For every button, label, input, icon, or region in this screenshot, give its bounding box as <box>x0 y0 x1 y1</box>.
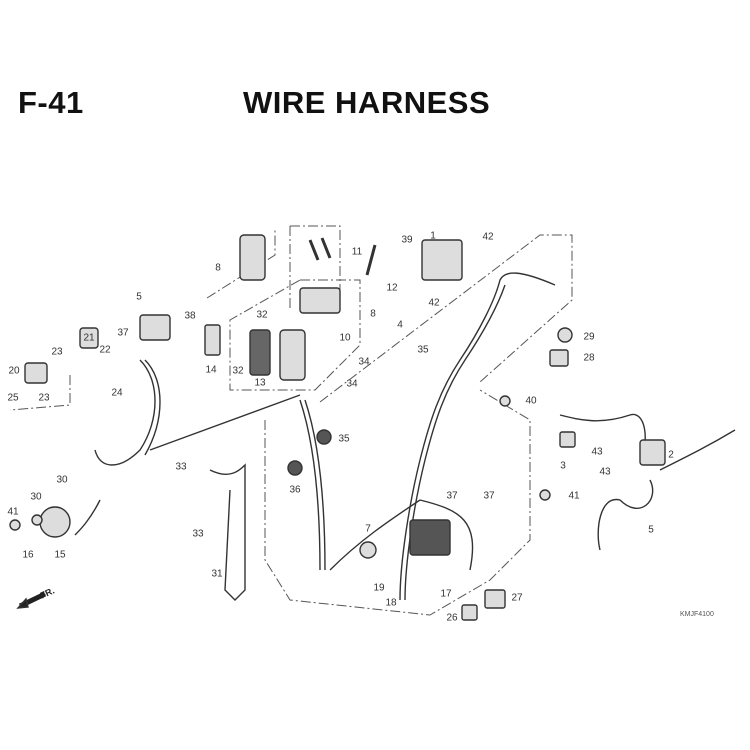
part-callout: 13 <box>254 377 266 389</box>
group-outlines <box>9 225 573 616</box>
page-title: WIRE HARNESS <box>243 85 491 120</box>
part-callout: 22 <box>99 344 111 356</box>
main-harness <box>74 272 736 601</box>
part-callout: 11 <box>351 246 363 258</box>
part-callout: 1 <box>430 230 436 242</box>
part-callout: 19 <box>373 582 385 594</box>
part-callout: 30 <box>56 474 68 486</box>
part-callout: 35 <box>338 433 350 445</box>
part-callout: 3 <box>560 460 566 472</box>
part-callout: 37 <box>117 327 129 339</box>
part-callout: 17 <box>440 588 452 600</box>
part-callout: 37 <box>446 490 458 502</box>
part-callout: 20 <box>8 365 20 377</box>
part-callout: 14 <box>205 364 217 376</box>
part-callout: 8 <box>215 262 221 274</box>
part-callout: 39 <box>401 234 413 246</box>
part-callout: 12 <box>386 282 398 294</box>
components <box>9 234 666 621</box>
part-callout: 32 <box>256 309 268 321</box>
part-callout: 26 <box>446 612 458 624</box>
part-callout: 7 <box>365 523 371 535</box>
part-callout: 37 <box>483 490 495 502</box>
part-callout: 41 <box>7 506 19 518</box>
part-callout: 32 <box>232 365 244 377</box>
part-callout: 33 <box>192 528 204 540</box>
part-callout: 42 <box>482 231 494 243</box>
part-callout: 34 <box>346 378 358 390</box>
part-callout: 43 <box>599 466 611 478</box>
part-callout: 43 <box>591 446 603 458</box>
part-callout: 42 <box>428 297 440 309</box>
part-callout: 33 <box>175 461 187 473</box>
part-callout: 31 <box>211 568 223 580</box>
part-callout: 29 <box>583 331 595 343</box>
part-callout: 36 <box>289 484 301 496</box>
part-callout: 8 <box>370 308 376 320</box>
part-callout: 5 <box>648 524 654 536</box>
part-callout: 24 <box>111 387 123 399</box>
part-callout: 40 <box>525 395 537 407</box>
part-callout: 21 <box>83 332 95 344</box>
part-callout: 23 <box>38 392 50 404</box>
part-callout: 28 <box>583 352 595 364</box>
part-callout: 41 <box>568 490 580 502</box>
part-callout: 34 <box>358 356 370 368</box>
part-callout: 25 <box>7 392 19 404</box>
figure-number: F-41 <box>18 85 84 120</box>
part-callout: 18 <box>385 597 397 609</box>
part-callout: 2 <box>668 449 674 461</box>
part-callout: 27 <box>511 592 523 604</box>
part-callout: 35 <box>417 344 429 356</box>
part-callout: 4 <box>397 319 403 331</box>
part-callout: 5 <box>136 291 142 303</box>
part-callout: 30 <box>30 491 42 503</box>
part-callout: 23 <box>51 346 63 358</box>
part-callout: 16 <box>22 549 34 561</box>
part-callout: 15 <box>54 549 66 561</box>
part-callout: 10 <box>339 332 351 344</box>
diagram-code: KMJF4100 <box>680 611 714 618</box>
part-callout: 38 <box>184 310 196 322</box>
